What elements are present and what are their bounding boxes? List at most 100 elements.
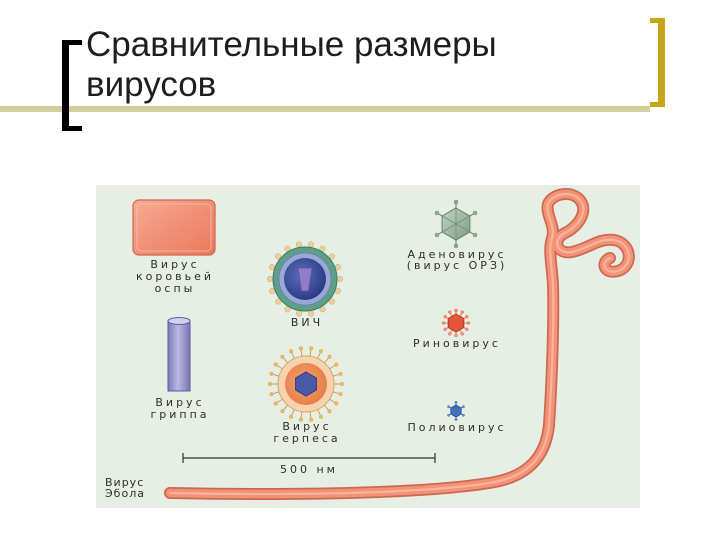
rhinovirus-spike-tip — [466, 321, 471, 325]
slide-title-line: Сравнительные размеры — [86, 25, 497, 64]
herpes-spike-tip — [267, 381, 273, 387]
vaccinia-virus — [132, 199, 216, 256]
rhinovirus-spike — [441, 321, 448, 325]
influenza-top — [167, 317, 191, 325]
hiv-spike-tip — [328, 298, 335, 305]
adenovirus-fibers — [434, 199, 478, 249]
adenovirus-facets — [441, 208, 471, 240]
rhinovirus-spike-tip — [454, 308, 458, 313]
poliovirus-capsid — [450, 404, 462, 418]
poliovirus — [447, 401, 465, 421]
herpes-spike-tip — [318, 349, 324, 354]
adenovirus-fiber — [453, 240, 459, 249]
adenovirus-fiber-tip — [453, 199, 459, 205]
herpes-spike-tip — [327, 409, 332, 414]
adenovirus-fiber — [434, 210, 443, 217]
herpes-spike-tip — [289, 349, 294, 354]
adenovirus-fiber — [469, 231, 478, 238]
rhinovirus-spike — [459, 329, 464, 336]
rhinovirus-spike-tip — [443, 327, 447, 331]
ebola-label-line: Эбола — [105, 487, 145, 500]
adenovirus-fiber-tip — [434, 210, 440, 216]
hiv-spike-tip — [284, 245, 291, 252]
poliovirus-spike-tip — [454, 401, 458, 404]
herpes-spike-tip — [309, 417, 314, 422]
herpes-spike-tip — [273, 362, 278, 367]
hiv-spike-tip — [275, 253, 282, 260]
hiv-spike-tip — [295, 241, 302, 248]
rhinovirus-spike-tip — [441, 321, 446, 325]
hiv-spike-tip — [334, 287, 341, 295]
vaccinia-label-line: оспы — [155, 282, 196, 295]
herpes-spike-tip — [298, 417, 303, 422]
influenza-body — [167, 320, 191, 392]
herpes-spike-tip — [334, 401, 339, 406]
hiv-virus — [266, 241, 344, 317]
right-bracket-decoration — [650, 18, 665, 107]
herpes-spike-tip — [327, 354, 332, 359]
adenovirus-fiber-tip — [434, 232, 440, 238]
herpes-spike-tip — [273, 401, 278, 406]
vaccinia-body — [132, 199, 216, 256]
virus-size-illustration: Вирус коровьей оспы ВИЧ Вирус гриппа Вир… — [96, 185, 640, 508]
adenovirus-fiber — [453, 199, 459, 208]
herpes-spike-tip — [338, 392, 343, 397]
rhinovirus-label: Риновирус — [413, 337, 501, 350]
adenovirus-fiber-tip — [472, 210, 478, 216]
herpes-spike — [269, 371, 282, 378]
rhinovirus-spike-tip — [465, 315, 469, 319]
vaccinia-highlight — [136, 203, 212, 252]
rhinovirus-spike-tip — [460, 332, 464, 336]
poliovirus-spike — [447, 413, 452, 417]
hiv-spike-tip — [275, 298, 282, 305]
adenovirus-fiber — [469, 210, 478, 217]
herpes-spike-tip — [309, 346, 314, 351]
herpes-spike-tip — [334, 362, 339, 367]
rhinovirus-spike — [464, 321, 471, 325]
rhinovirus-spike — [462, 315, 469, 320]
influenza-label-line: Вирус — [155, 396, 204, 409]
rhinovirus-spike-tip — [454, 333, 458, 338]
herpes-spike-tip — [318, 414, 324, 419]
rhinovirus-spike — [448, 310, 453, 317]
scale-bar-label: 500 нм — [280, 463, 338, 476]
hiv-core — [297, 267, 313, 292]
rhinovirus-spike-tip — [465, 327, 469, 331]
vaccinia-label-line: коровьей — [136, 270, 214, 283]
hiv-spike-tip — [284, 306, 291, 313]
adenovirus-fiber-tip — [472, 232, 478, 238]
title-underline-rule — [0, 106, 650, 112]
influenza-virus — [167, 317, 191, 392]
poliovirus-spike-tip — [447, 413, 451, 417]
slide-title: Сравнительные размеры вирусов — [86, 25, 497, 105]
rhinovirus-spike-tip — [443, 315, 447, 319]
herpes-spike — [327, 397, 339, 406]
hiv-spike-tip — [266, 275, 274, 283]
poliovirus-label: Полиовирус — [407, 421, 506, 434]
rhinovirus — [441, 308, 471, 338]
hiv-label: ВИЧ — [291, 316, 323, 329]
herpes-spike-tip — [280, 409, 285, 414]
left-bracket-decoration — [62, 40, 82, 131]
adenovirus — [434, 199, 478, 249]
herpes-spike-tip — [269, 371, 274, 376]
herpes-spike-tip — [298, 346, 303, 351]
hiv-spike-tip — [334, 263, 341, 271]
poliovirus-spike-tip — [461, 413, 465, 417]
adenovirus-fiber — [434, 231, 443, 238]
herpes-spike-tip — [338, 371, 343, 376]
herpes-capsid — [295, 371, 317, 397]
herpes-label-line: герпеса — [273, 432, 340, 445]
rhinovirus-spike-tip — [448, 332, 452, 336]
herpes-spike — [327, 362, 339, 371]
rhinovirus-spike-tip — [460, 310, 464, 314]
poliovirus-spike-tip — [454, 418, 458, 421]
adenovirus-fiber-tip — [453, 243, 459, 249]
adenovirus-label-line: (вирус ОРЗ) — [407, 259, 508, 272]
hiv-spike-tip — [336, 275, 344, 283]
rhinovirus-spikes — [441, 308, 471, 338]
hiv-spike-tip — [319, 306, 326, 313]
influenza-label-line: гриппа — [150, 408, 209, 421]
herpes-spike-tip — [280, 354, 285, 359]
slide-title-line: вирусов — [86, 65, 217, 104]
